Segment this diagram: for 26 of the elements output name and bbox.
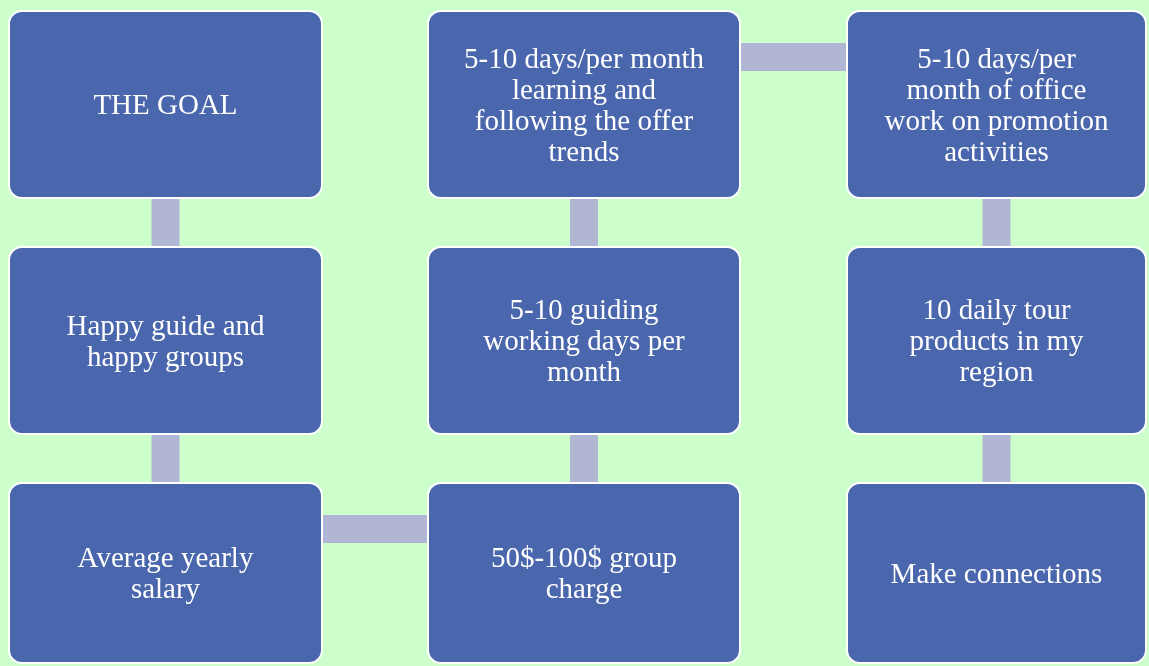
process-box bbox=[427, 246, 741, 435]
process-box bbox=[8, 482, 323, 664]
connector-bar bbox=[982, 199, 1011, 246]
process-box bbox=[846, 246, 1147, 435]
box-label: Average yearly salary bbox=[76, 542, 255, 604]
process-box bbox=[846, 10, 1147, 199]
process-box bbox=[427, 482, 741, 664]
connector-bar bbox=[570, 435, 598, 482]
process-box bbox=[8, 246, 323, 435]
box-label: 10 daily tour products in my region bbox=[908, 294, 1085, 387]
process-box bbox=[427, 10, 741, 199]
box-label: 5-10 days/per month learning and following the offer trends bbox=[463, 42, 705, 167]
box-label: Happy guide and happy groups bbox=[65, 309, 266, 372]
process-box bbox=[846, 482, 1147, 664]
connector-bar bbox=[982, 435, 1011, 482]
connector-bar bbox=[151, 199, 180, 246]
connector-bar bbox=[741, 43, 846, 71]
process-box bbox=[8, 10, 323, 199]
box-label: 5-10 days/per month of office work on promotion activities bbox=[883, 42, 1110, 167]
box-label: THE GOAL bbox=[93, 89, 238, 120]
box-label: 50$-100$ group charge bbox=[489, 542, 679, 604]
connector-bar bbox=[570, 199, 598, 246]
connector-bar bbox=[323, 515, 427, 543]
box-label: 5-10 guiding working days per month bbox=[482, 294, 686, 387]
connector-bar bbox=[151, 435, 180, 482]
box-label: Make connections bbox=[890, 557, 1103, 589]
